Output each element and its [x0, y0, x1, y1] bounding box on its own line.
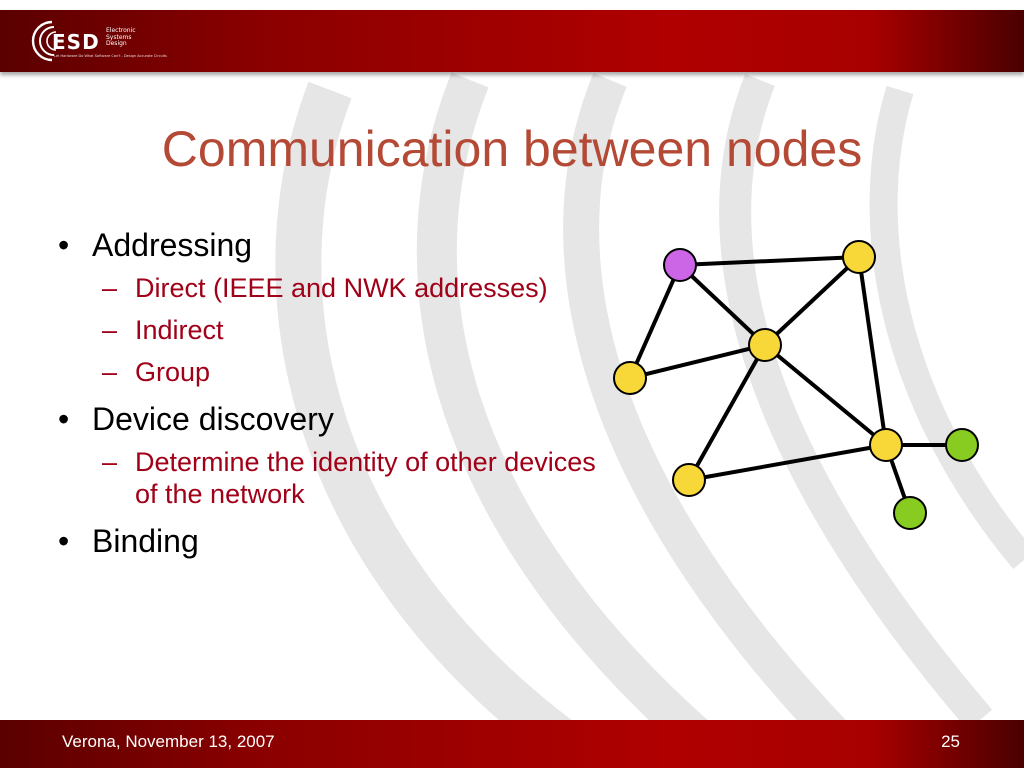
- network-node-router-2: [748, 328, 782, 362]
- bullet-addressing: Addressing: [58, 226, 618, 264]
- esd-logo: ESD Electronic Systems Design Let Hardwa…: [30, 18, 167, 64]
- network-link-1: [678, 263, 767, 347]
- logo-words: Electronic Systems Design: [106, 27, 136, 47]
- network-node-end_device-7: [893, 496, 927, 530]
- footer-bar: Verona, November 13, 2007 25: [0, 720, 1024, 768]
- sub-bullet-direct: Direct (IEEE and NWK addresses): [58, 272, 618, 304]
- sub-bullet-indirect: Indirect: [58, 314, 618, 346]
- network-link-2: [628, 264, 682, 379]
- network-link-0: [679, 255, 860, 267]
- logo-swirl-icon: [31, 20, 57, 62]
- network-node-router-3: [613, 361, 647, 395]
- network-link-8: [688, 443, 887, 482]
- header-bar: ESD Electronic Systems Design Let Hardwa…: [0, 10, 1024, 72]
- network-node-coordinator-0: [663, 248, 697, 282]
- network-link-4: [857, 256, 888, 446]
- bullet-device-discovery: Device discovery: [58, 400, 618, 438]
- network-node-router-5: [672, 463, 706, 497]
- logo-tagline: Let Hardware Do What Software Can't - De…: [54, 54, 167, 58]
- network-nodes: [613, 240, 979, 530]
- sub-bullet-determine-identity: Determine the identity of other devices …: [58, 446, 618, 510]
- logo-letters: ESD: [52, 30, 100, 54]
- sub-bullet-group: Group: [58, 356, 618, 388]
- network-links: [628, 255, 962, 514]
- page-number: 25: [941, 732, 960, 751]
- slide-title: Communication between nodes: [161, 121, 863, 177]
- footer-location-date: Verona, November 13, 2007: [62, 732, 275, 751]
- network-diagram: [613, 240, 979, 530]
- network-link-3: [763, 255, 861, 347]
- bullet-binding: Binding: [58, 522, 618, 560]
- network-link-5: [629, 343, 766, 380]
- bullet-list: Addressing Direct (IEEE and NWK addresse…: [58, 226, 618, 568]
- network-link-7: [763, 343, 888, 447]
- network-node-router-1: [842, 240, 876, 274]
- network-link-6: [687, 344, 767, 481]
- network-node-end_device-6: [945, 428, 979, 462]
- network-node-router-4: [869, 428, 903, 462]
